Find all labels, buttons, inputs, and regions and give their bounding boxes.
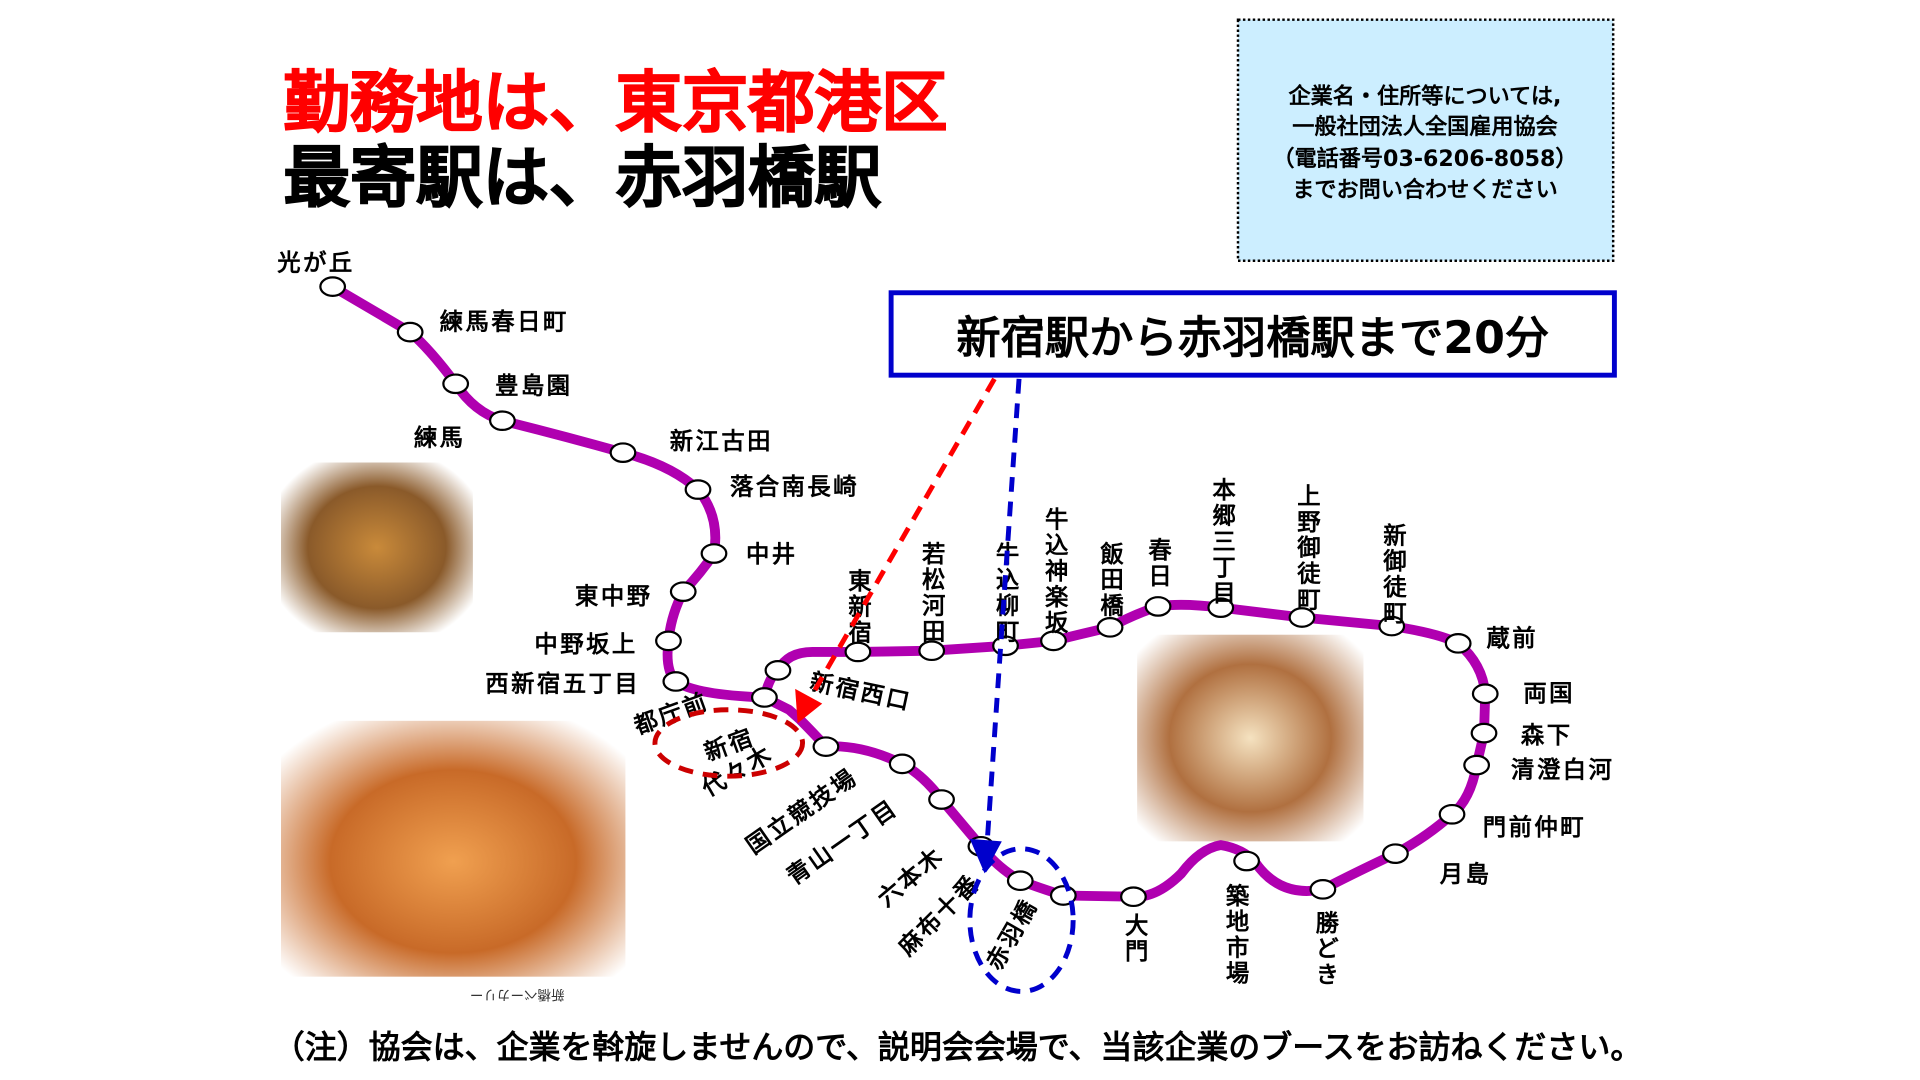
station-label: 門前仲町	[1483, 813, 1586, 841]
station-marker[interactable]	[928, 789, 955, 810]
arrow-to-akabanebashi	[969, 378, 1022, 874]
station-marker[interactable]	[319, 276, 347, 297]
shinjuku-highlight-circle	[652, 707, 806, 779]
station-marker[interactable]	[1378, 615, 1406, 637]
info-line-3: （電話番号03-6206-8058）	[1272, 146, 1577, 172]
station-label: 練馬春日町	[440, 308, 569, 336]
station-marker[interactable]	[1288, 607, 1316, 628]
station-marker[interactable]	[442, 373, 470, 395]
station-label: 中井	[746, 540, 798, 568]
station-label: 若松河田	[918, 541, 947, 645]
station-label: 中野坂上	[534, 630, 637, 658]
bakery-shelf-photo-2	[281, 720, 626, 977]
station-marker[interactable]	[1040, 630, 1067, 652]
station-marker[interactable]	[609, 442, 637, 463]
station-marker[interactable]	[684, 479, 712, 500]
callout-text: 新宿駅から赤羽橋駅まで20分	[956, 313, 1549, 364]
station-marker[interactable]	[1382, 843, 1409, 865]
station-marker[interactable]	[1233, 850, 1261, 872]
station-label: 東中野	[575, 582, 652, 610]
arrow-from-shinjuku	[795, 377, 997, 724]
station-label: 蔵前	[1486, 624, 1538, 652]
footnote: （注）協会は、企業を斡旋しませんので、説明会会場で、当該企業のブースをお訪ねくだ…	[273, 1028, 1643, 1066]
station-label: 東新宿	[844, 568, 872, 646]
info-line-4: までお問い合わせください	[1292, 177, 1558, 203]
station-label: 月島	[1439, 860, 1492, 888]
station-label: 落合南長崎	[730, 472, 859, 500]
station-marker[interactable]	[1444, 632, 1472, 654]
station-marker[interactable]	[396, 321, 424, 343]
station-marker[interactable]	[1096, 617, 1124, 638]
station-marker[interactable]	[489, 410, 516, 432]
station-marker[interactable]	[751, 687, 778, 708]
station-label: 豊島園	[495, 372, 572, 400]
title-work-location: 勤務地は、東京都港区	[283, 63, 947, 141]
station-label: 新御徒町	[1379, 521, 1408, 626]
station-label: 赤羽橋	[980, 894, 1043, 975]
station-label: 光が丘	[276, 249, 354, 277]
station-marker[interactable]	[1438, 803, 1466, 825]
bakery-interior-photo	[1137, 634, 1364, 842]
station-label: 上野御徒町	[1293, 483, 1322, 613]
station-label: 森下	[1521, 721, 1573, 749]
station-marker[interactable]	[655, 630, 682, 652]
station-marker[interactable]	[1471, 683, 1499, 705]
station-marker[interactable]	[1470, 722, 1498, 744]
station-marker[interactable]	[918, 640, 946, 662]
station-marker[interactable]	[700, 543, 728, 564]
station-label: 築地市場	[1222, 882, 1251, 987]
station-marker[interactable]	[1309, 879, 1337, 900]
station-marker[interactable]	[888, 753, 916, 775]
station-label: 春日	[1144, 537, 1172, 589]
station-label: 牛込神楽坂	[1041, 506, 1069, 636]
station-marker[interactable]	[812, 736, 840, 757]
station-marker[interactable]	[1120, 886, 1147, 908]
station-marker[interactable]	[764, 660, 792, 681]
contact-info-box: 企業名・住所等については, 一般社団法人全国雇用協会 （電話番号03-6206-…	[1236, 18, 1615, 263]
station-marker[interactable]	[1463, 754, 1491, 776]
station-label: 大門	[1121, 912, 1149, 964]
station-label: 勝どき	[1311, 910, 1339, 988]
station-label: 清澄白河	[1511, 755, 1614, 783]
title-nearest-station: 最寄駅は、赤羽橋駅	[283, 139, 881, 217]
station-label: 飯田橋	[1096, 540, 1124, 619]
station-marker[interactable]	[1006, 870, 1034, 892]
station-marker[interactable]	[844, 641, 872, 663]
station-marker[interactable]	[1207, 597, 1235, 618]
station-label: 新宿西口	[807, 667, 914, 716]
station-marker[interactable]	[662, 671, 690, 692]
info-line-1: 企業名・住所等については,	[1288, 83, 1562, 109]
bakery-shelf-photo-1	[281, 462, 473, 633]
photo-caption: 新橋ベーカリー	[470, 986, 565, 1002]
station-marker[interactable]	[1144, 596, 1172, 617]
station-label: 練馬	[414, 423, 466, 451]
travel-time-callout: 新宿駅から赤羽橋駅まで20分	[888, 290, 1617, 378]
station-label: 両国	[1523, 679, 1575, 707]
station-label: 西新宿五丁目	[485, 669, 640, 697]
station-label: 本郷三丁目	[1208, 477, 1236, 607]
station-label: 新江古田	[670, 427, 773, 455]
info-line-2: 一般社団法人全国雇用協会	[1292, 114, 1558, 140]
station-marker[interactable]	[669, 581, 697, 602]
akabanebashi-highlight-circle	[967, 846, 1076, 994]
